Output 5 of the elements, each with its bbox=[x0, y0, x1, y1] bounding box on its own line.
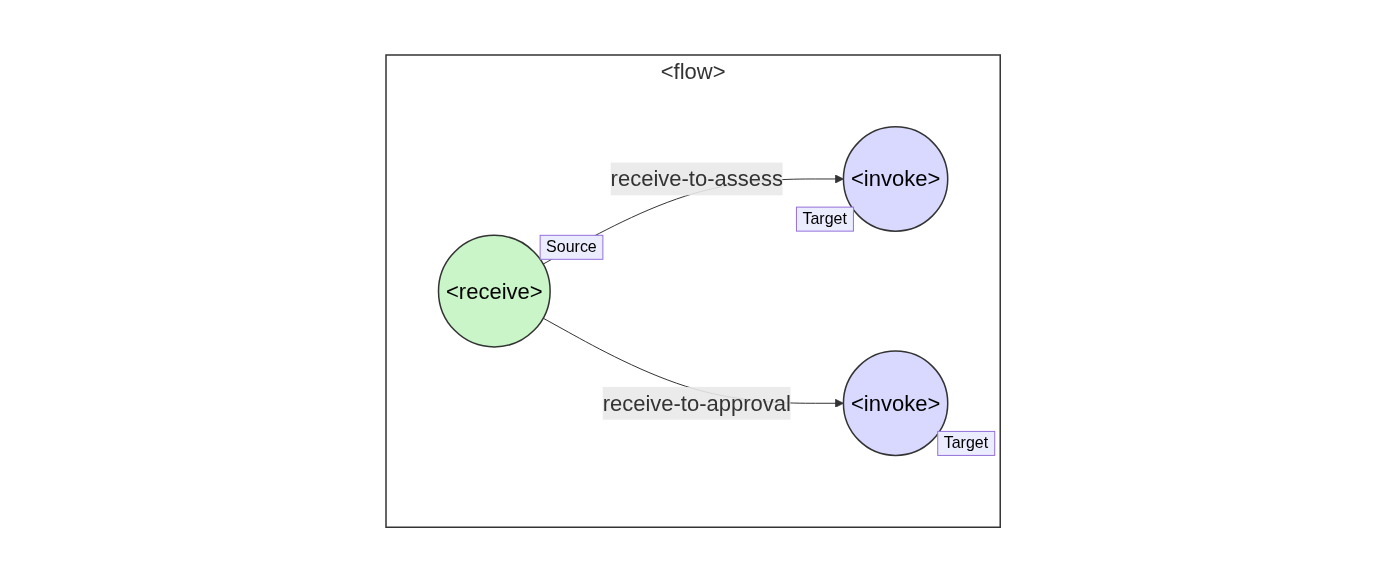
tag-label: Source bbox=[539, 235, 604, 261]
tag-label: Target bbox=[795, 207, 854, 232]
tag-label: Target bbox=[937, 431, 996, 457]
edge-label: receive-to-assess bbox=[610, 166, 783, 192]
edge-label: receive-to-approval bbox=[602, 391, 791, 417]
